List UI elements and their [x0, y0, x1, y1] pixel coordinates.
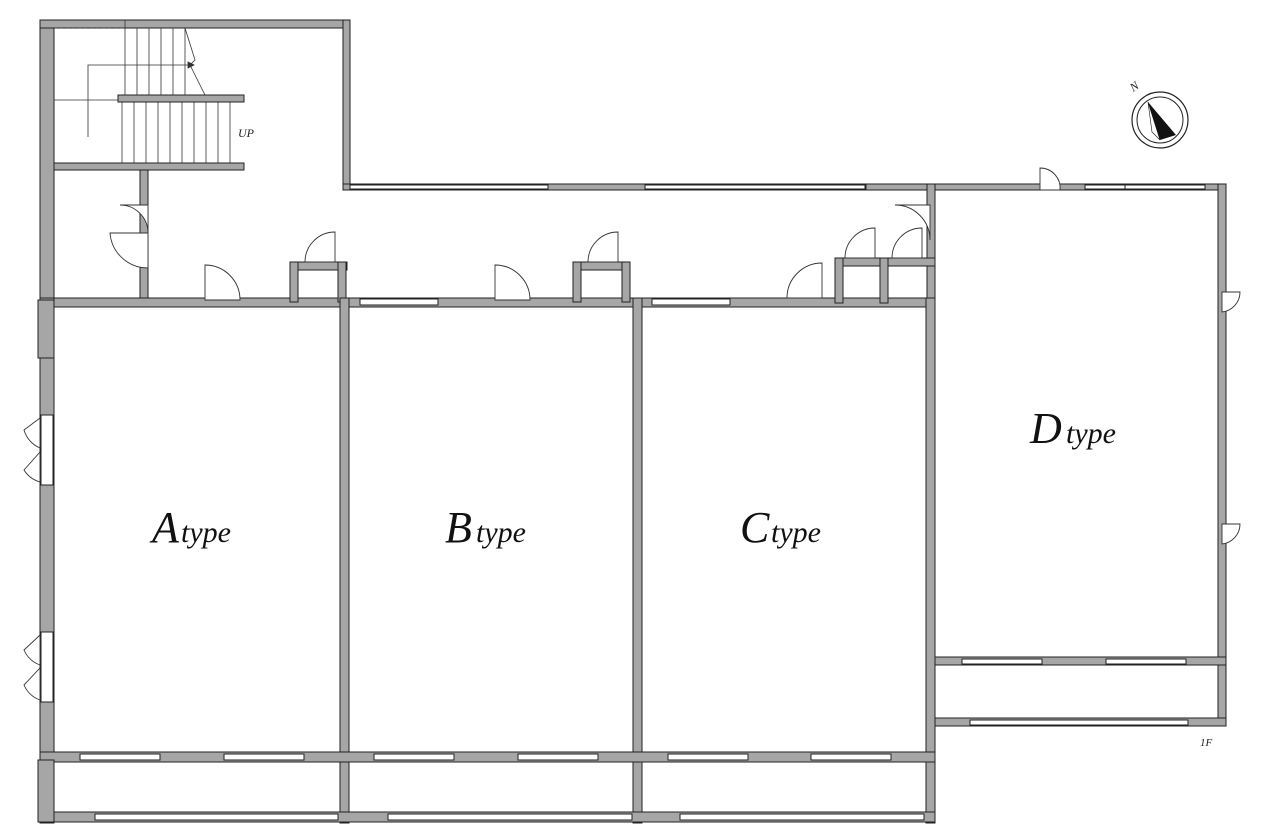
staircase [54, 20, 231, 163]
windows [40, 184, 1206, 821]
unit-suffix: type [476, 516, 526, 549]
unit-suffix: type [181, 516, 231, 549]
door-swing [23, 666, 41, 701]
unit-suffix: type [1066, 417, 1116, 450]
door-swing [23, 417, 41, 449]
door-swing [1221, 523, 1241, 545]
door-swing [23, 450, 41, 483]
door-swing [1039, 167, 1061, 191]
door-swing [204, 264, 241, 301]
unit-letter: D [1029, 404, 1062, 453]
door-swing [109, 232, 149, 269]
unit-c-label: C type [740, 503, 821, 552]
floor-label: 1F [1200, 737, 1213, 749]
door-swing [587, 231, 619, 263]
door-swing [304, 231, 336, 263]
door-swing [786, 262, 823, 299]
door-swing [23, 633, 41, 666]
unit-d-label: D type [1029, 404, 1116, 453]
door-swing [1221, 291, 1241, 313]
door-swing [894, 204, 931, 241]
door-swing [119, 204, 149, 234]
unit-suffix: type [771, 516, 821, 549]
doors [23, 167, 1241, 701]
north-label: N [1126, 78, 1142, 95]
stair-up-label: UP [238, 126, 255, 140]
door-swing [844, 227, 876, 259]
north-arrow-icon [1131, 91, 1189, 149]
unit-b-label: B type [445, 503, 526, 552]
door-swing [494, 264, 531, 301]
door-swing [891, 227, 923, 259]
unit-a-label: A type [149, 503, 231, 552]
unit-letter: B [445, 503, 472, 552]
unit-letter: C [740, 503, 770, 552]
unit-letter: A [149, 503, 180, 552]
